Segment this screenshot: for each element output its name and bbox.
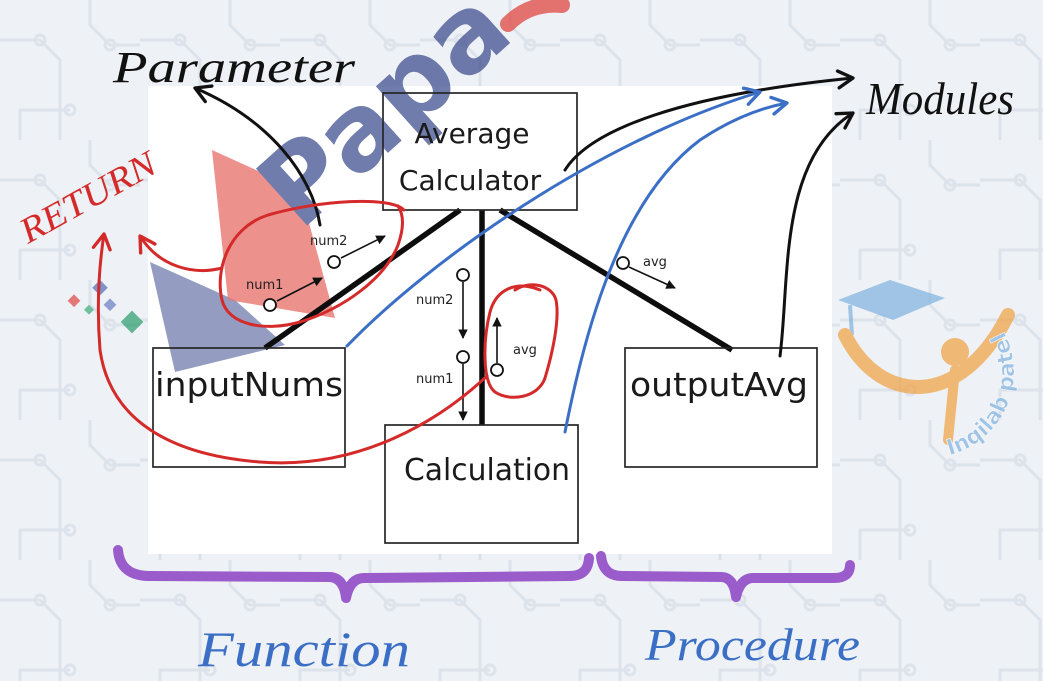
couple-label: num2	[416, 293, 453, 308]
function-annotation: Function	[197, 621, 410, 677]
module-label-line2: Calculator	[399, 164, 542, 197]
couple-circle	[457, 269, 469, 281]
logo-person-body	[948, 370, 955, 440]
couple-label: avg	[513, 343, 537, 358]
module-label: Calculation	[404, 453, 570, 488]
couple-circle	[617, 257, 629, 269]
parameter-annotation: Parameter	[112, 43, 356, 92]
couple-label: num1	[416, 372, 453, 387]
logo-person-head	[941, 338, 969, 366]
couple-label: num1	[246, 278, 283, 293]
module-label: inputNums	[155, 365, 343, 404]
module-label: outputAvg	[630, 365, 808, 404]
couple-label: avg	[643, 255, 667, 270]
modules-annotation: Modules	[865, 73, 1014, 124]
couple-circle	[264, 299, 276, 311]
couple-circle	[328, 256, 340, 268]
couple-circle	[491, 364, 503, 376]
couple-circle	[457, 351, 469, 363]
procedure-annotation: Procedure	[644, 619, 860, 670]
module-label-line1: Average	[415, 117, 530, 150]
couple-label: num2	[310, 234, 347, 249]
